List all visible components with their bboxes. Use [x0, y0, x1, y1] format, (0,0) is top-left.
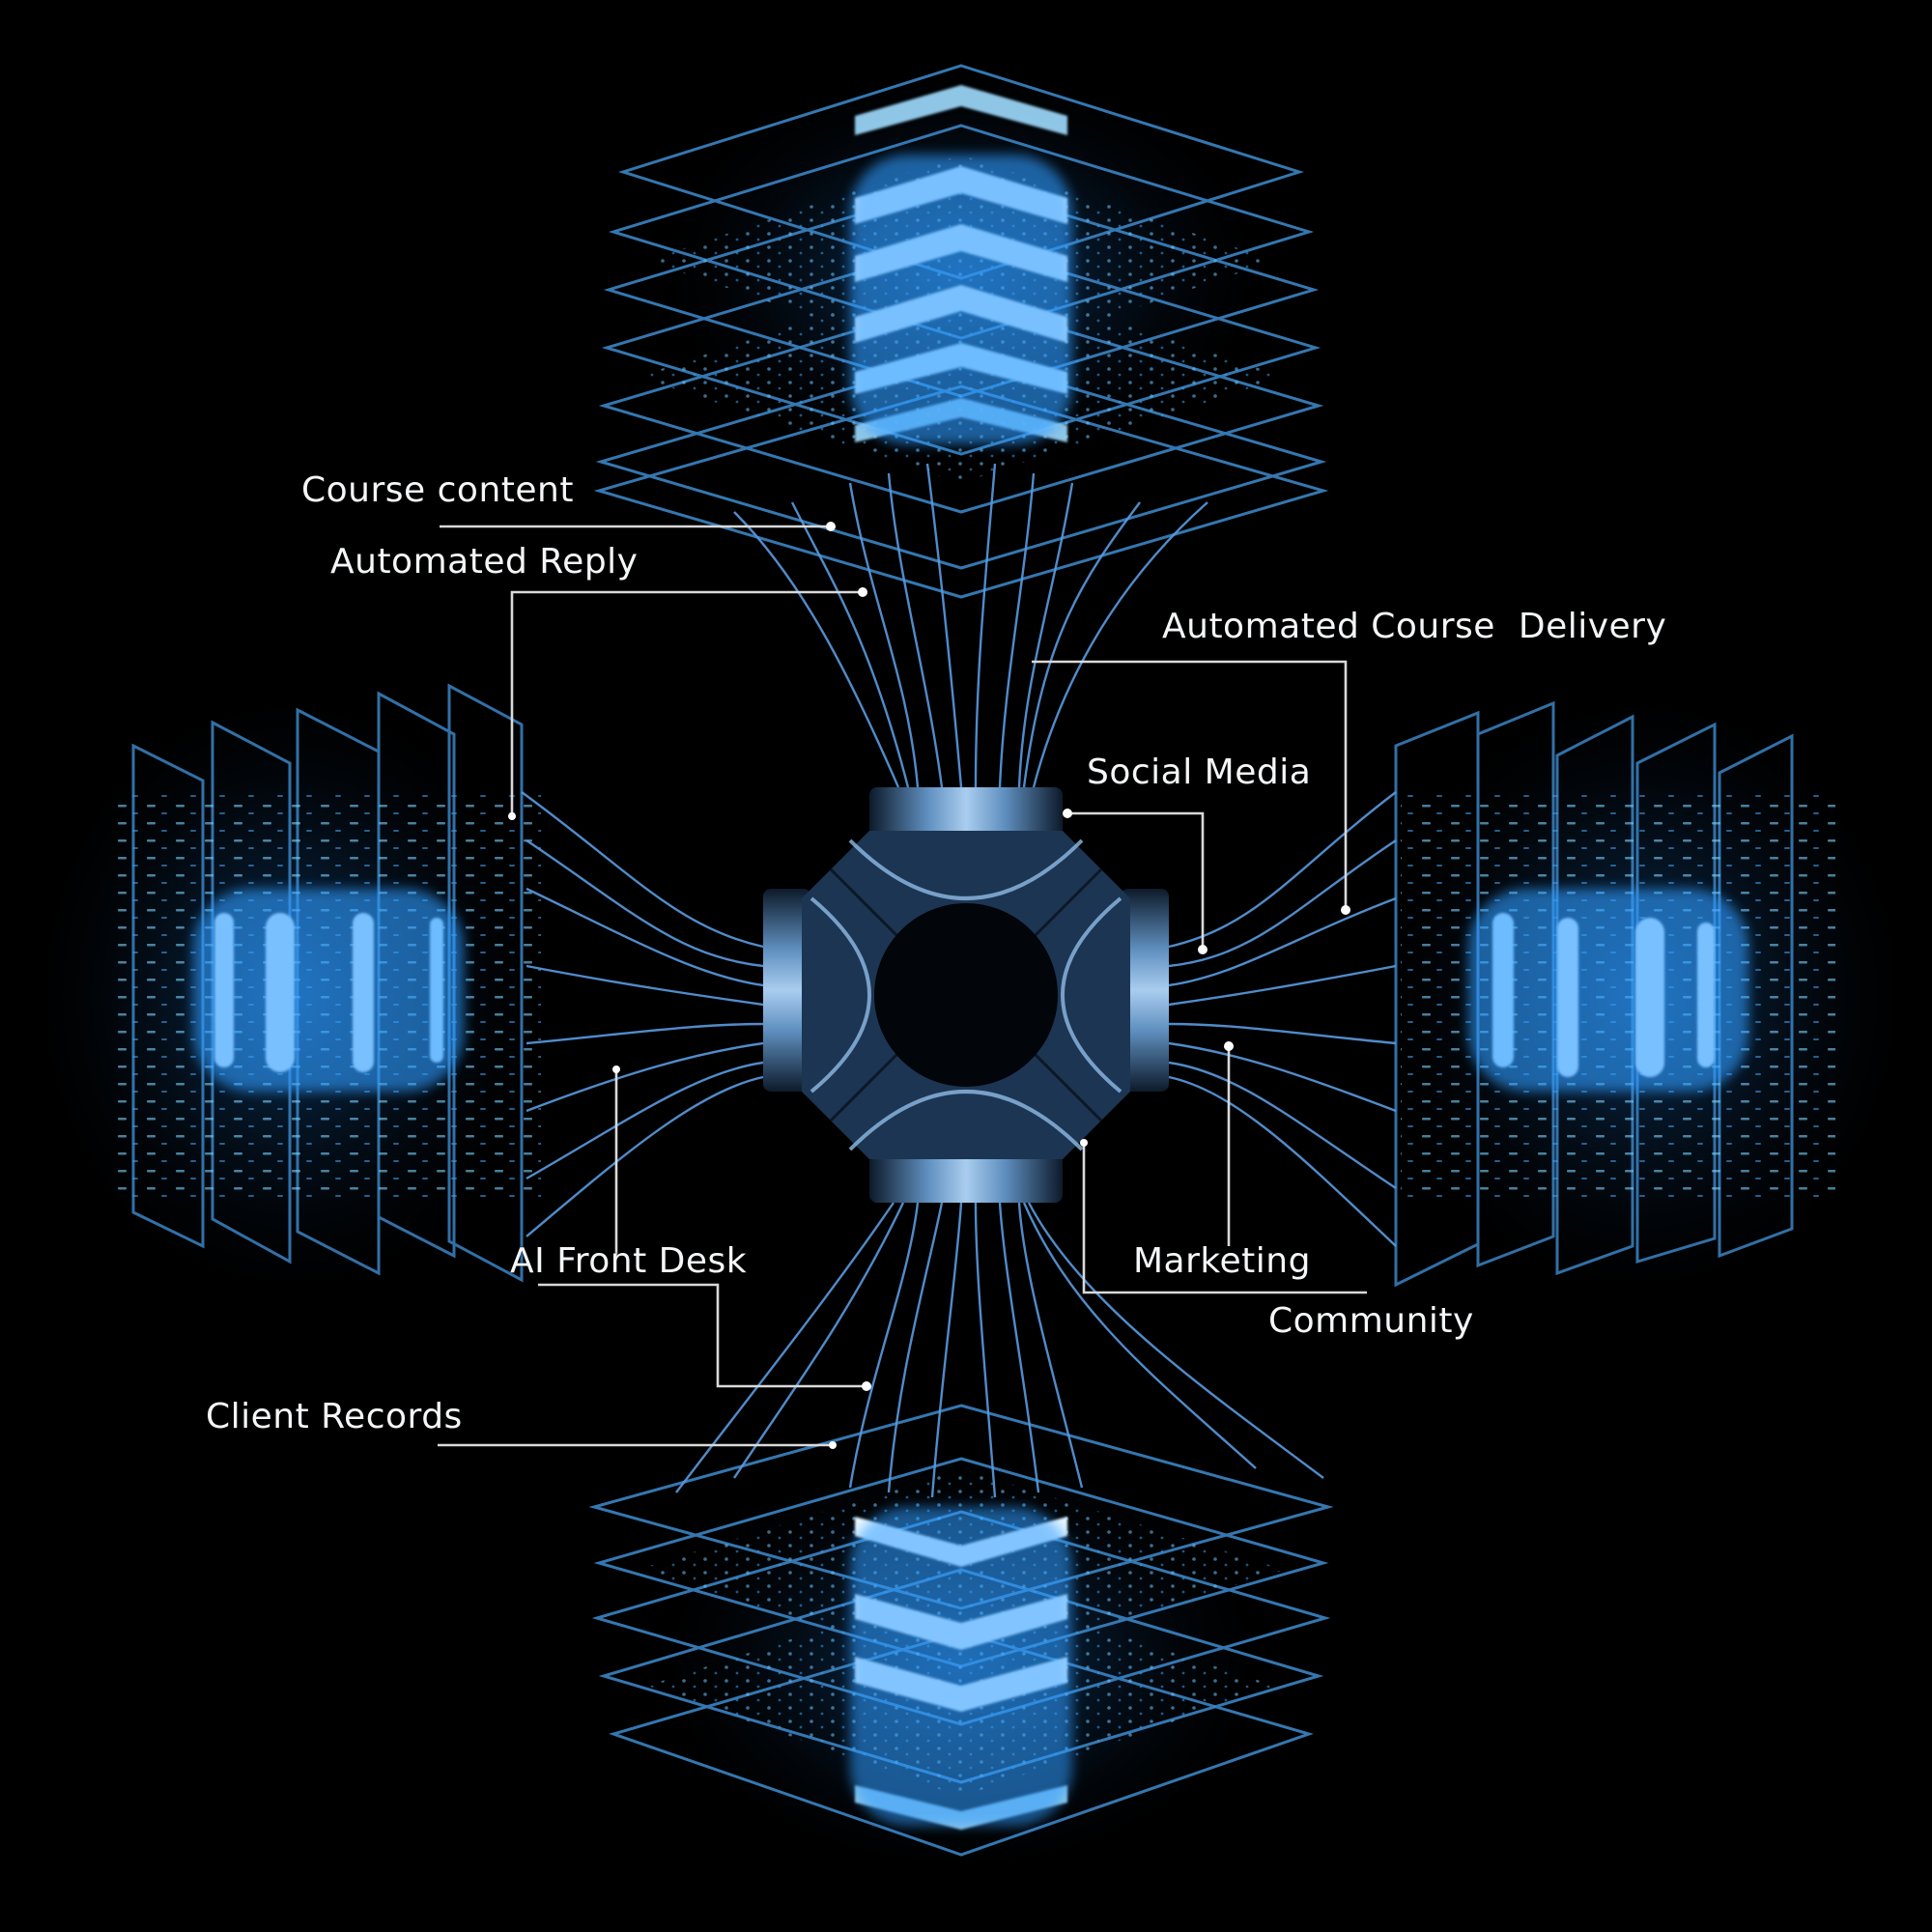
label-automated-course-delivery: Automated Course Delivery [1162, 607, 1667, 646]
label-automated-reply: Automated Reply [330, 542, 639, 582]
bottom-module [588, 1404, 1334, 1884]
central-hub [763, 787, 1169, 1203]
leader-lines [438, 525, 1367, 1447]
label-marketing: Marketing [1133, 1241, 1311, 1281]
label-course-content: Course content [301, 470, 574, 510]
top-module [593, 58, 1329, 599]
label-community: Community [1268, 1301, 1474, 1341]
left-module [19, 676, 560, 1314]
leader-endpoints [508, 522, 1350, 1449]
label-ai-front-desk: AI Front Desk [510, 1241, 748, 1281]
label-client-records: Client Records [206, 1397, 463, 1436]
label-social-media: Social Media [1087, 753, 1312, 792]
right-module [1362, 676, 1922, 1314]
